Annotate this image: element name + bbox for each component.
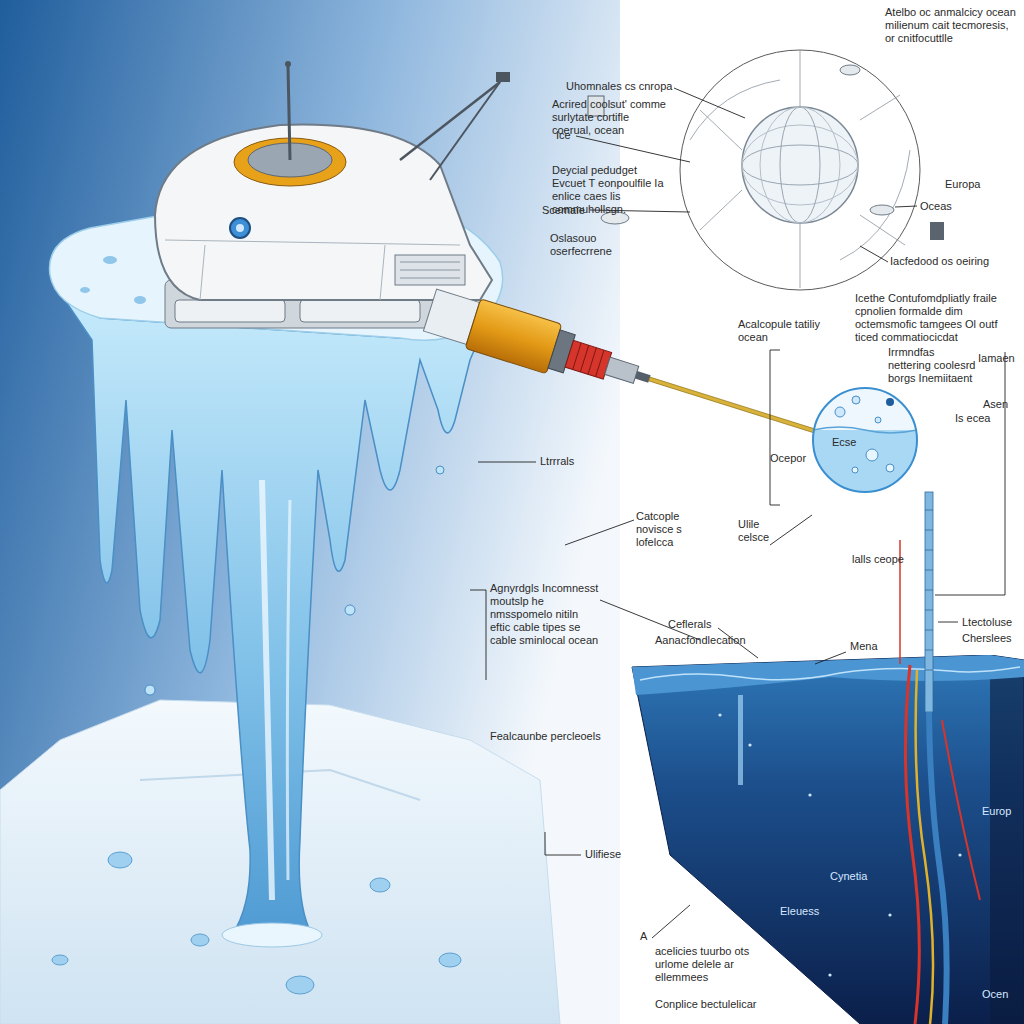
annotation-label: Aanacfondlecation [655,634,746,647]
annotation-label: Catcople novisce s lofelcca [636,510,716,549]
annotation-label: acelicies tuurbo ots urlome delele ar el… [655,945,767,984]
annotation-label: borgs Inemiitaent [888,372,972,385]
annotation-label: nettering coolesrd [888,359,975,372]
annotation-label: Ice [556,129,571,142]
annotation-label: Atelbo oc anmalcicy ocean milienum cait … [885,6,1017,45]
region-label: Eleuess [780,905,819,918]
region-label: Europ [982,805,1011,818]
annotation-label: Scemaie [542,204,585,217]
annotation-label: Europa [945,178,980,191]
annotation-label: Ltectoluse [962,616,1012,629]
annotation-label: Iacfedood os oeiring [890,255,989,268]
annotation-label: Agnyrdgls Incomnesst moutslp he nmsspome… [490,582,600,647]
region-label: Ocen [982,988,1008,1001]
annotation-label: Ltrrrals [540,455,574,468]
annotation-label: Oceas [920,200,952,213]
annotation-label: Mena [850,640,878,653]
annotation-label: Icethe Contufomdpliatly fraile cpnolien … [855,292,1020,344]
annotation-label: Ocepor [770,452,806,465]
annotation-label: Is ecea [955,412,990,425]
annotation-label: Ceflerals [668,618,711,631]
annotation-label: Oslasouo oserfecrrene [550,232,630,258]
annotation-label: Ulile celsce [738,518,788,544]
annotation-label: Ecse [832,436,856,449]
annotation-label: lalls ceope [852,553,904,566]
region-label: Cynetia [830,870,867,883]
annotation-label: Conplice bectulelicar [655,998,757,1011]
annotation-label: Asen [983,398,1008,411]
annotation-label: Fealcaunbe percleoels [490,730,601,743]
annotation-label: A [640,930,647,943]
annotation-label: Cherslees [962,632,1012,645]
annotation-label: Irrmndfas [888,346,934,359]
annotation-label: Ulifiese [585,848,621,861]
annotation-label: Uhomnales cs cnropa [566,80,672,93]
annotation-label: Acalcopule tatiliy ocean [738,318,833,344]
annotation-label: Iamaen [978,352,1015,365]
